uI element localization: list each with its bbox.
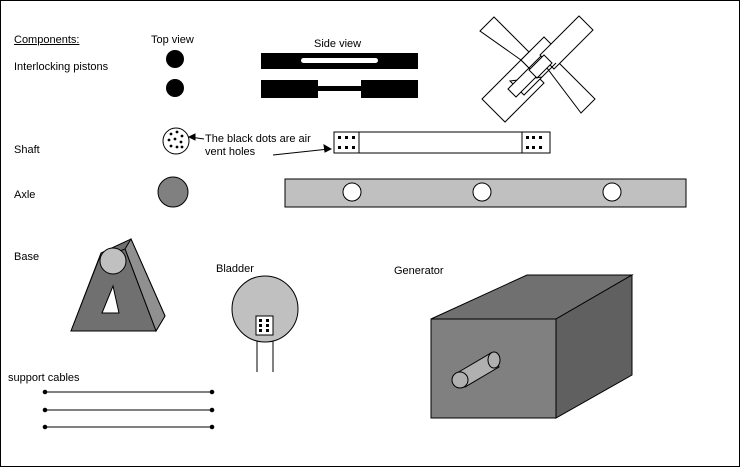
shaft-label: Shaft (14, 144, 40, 156)
bladder-shape (231, 275, 299, 372)
components-heading: Components: (14, 34, 80, 46)
interlocking-pistons-label: Interlocking pistons (14, 61, 109, 73)
generator-label: Generator (394, 265, 444, 277)
base-shape (70, 237, 166, 333)
bladder-label: Bladder (216, 263, 254, 275)
support-cables (42, 389, 215, 430)
piston-top-view (166, 50, 184, 97)
axle-label: Axle (14, 189, 36, 201)
generator-shaft (451, 351, 501, 389)
piston-side-view (261, 53, 418, 98)
axle-end-view (157, 176, 189, 208)
axle-side-view (284, 178, 687, 208)
vent-note-arrows (187, 133, 333, 156)
piston-interlocked-x (479, 15, 596, 123)
side-view-label: Side view (314, 38, 362, 50)
generator-box (430, 274, 634, 419)
base-label: Base (14, 251, 40, 263)
support-cables-label: support cables (8, 372, 80, 384)
air-vent-note-line1: The black dots are air (205, 133, 311, 145)
air-vent-note-line2: vent holes (205, 146, 256, 158)
shaft-end-view (162, 127, 190, 155)
top-view-label: Top view (151, 34, 194, 46)
shaft-side-view (333, 131, 551, 154)
